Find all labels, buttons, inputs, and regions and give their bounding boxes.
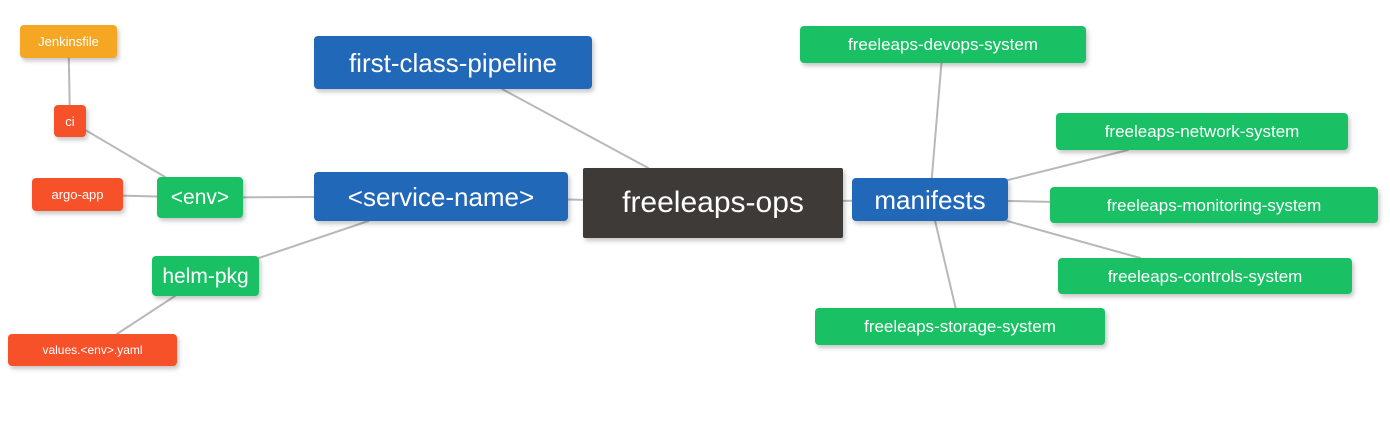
- mindmap-node-values-env-yaml[interactable]: values.<env>.yaml: [8, 334, 177, 366]
- mindmap-node-service-name[interactable]: <service-name>: [314, 172, 568, 221]
- mindmap-edge-manifests-to-freeleaps-storage-system: [934, 220, 957, 309]
- mindmap-node-label: first-class-pipeline: [348, 47, 558, 78]
- mindmap-edge-values-env-yaml-to-helm-pkg: [115, 295, 176, 335]
- mindmap-node-freeleaps-devops-system[interactable]: freeleaps-devops-system: [800, 26, 1086, 63]
- mindmap-node-ci[interactable]: ci: [54, 105, 86, 137]
- mindmap-node-freeleaps-controls-system[interactable]: freeleaps-controls-system: [1058, 258, 1352, 294]
- mindmap-edge-manifests-to-freeleaps-network-system: [1007, 149, 1129, 181]
- mindmap-edge-manifests-to-freeleaps-devops-system: [930, 62, 943, 179]
- mindmap-node-freeleaps-network-system[interactable]: freeleaps-network-system: [1056, 113, 1348, 150]
- mindmap-edge-first-class-pipeline-to-freeleaps-ops: [501, 88, 650, 169]
- mindmap-edge-ci-to-env: [85, 129, 167, 178]
- mindmap-node-env[interactable]: <env>: [157, 177, 243, 218]
- mindmap-node-jenkinsfile[interactable]: Jenkinsfile: [20, 25, 117, 58]
- mindmap-node-label: <service-name>: [347, 181, 535, 212]
- mindmap-node-label: freeleaps-storage-system: [864, 317, 1056, 336]
- mindmap-node-label: Jenkinsfile: [38, 34, 99, 49]
- mindmap-edge-jenkinsfile-to-ci: [67, 57, 71, 106]
- mindmap-node-label: freeleaps-devops-system: [848, 35, 1038, 54]
- mindmap-node-freeleaps-ops[interactable]: freeleaps-ops: [583, 168, 843, 238]
- mindmap-node-helm-pkg[interactable]: helm-pkg: [152, 256, 259, 296]
- mindmap-node-manifests[interactable]: manifests: [852, 178, 1008, 221]
- mindmap-node-freeleaps-storage-system[interactable]: freeleaps-storage-system: [815, 308, 1105, 345]
- mindmap-node-label: manifests: [874, 184, 986, 215]
- mindmap-node-label: helm-pkg: [162, 264, 249, 288]
- mindmap-node-label: freeleaps-ops: [622, 186, 804, 219]
- mindmap-node-label: <env>: [170, 186, 230, 209]
- mindmap-node-label: values.<env>.yaml: [42, 343, 143, 357]
- mindmap-edge-helm-pkg-to-service-name: [258, 220, 370, 259]
- mindmap-edge-manifests-to-freeleaps-monitoring-system: [1007, 200, 1051, 203]
- mindmap-node-freeleaps-monitoring-system[interactable]: freeleaps-monitoring-system: [1050, 187, 1378, 223]
- mindmap-node-label: freeleaps-network-system: [1104, 122, 1300, 141]
- mindmap-node-label: ci: [65, 113, 75, 129]
- mindmap-edge-argo-app-to-env: [122, 194, 158, 198]
- mindmap-edge-manifests-to-freeleaps-controls-system: [1006, 220, 1142, 259]
- mindmap-node-first-class-pipeline[interactable]: first-class-pipeline: [314, 36, 592, 89]
- mindmap-node-label: argo-app: [51, 187, 104, 202]
- mindmap-node-label: freeleaps-monitoring-system: [1106, 195, 1322, 215]
- mindmap-node-argo-app[interactable]: argo-app: [32, 178, 123, 211]
- mindmap-node-label: freeleaps-controls-system: [1107, 266, 1303, 286]
